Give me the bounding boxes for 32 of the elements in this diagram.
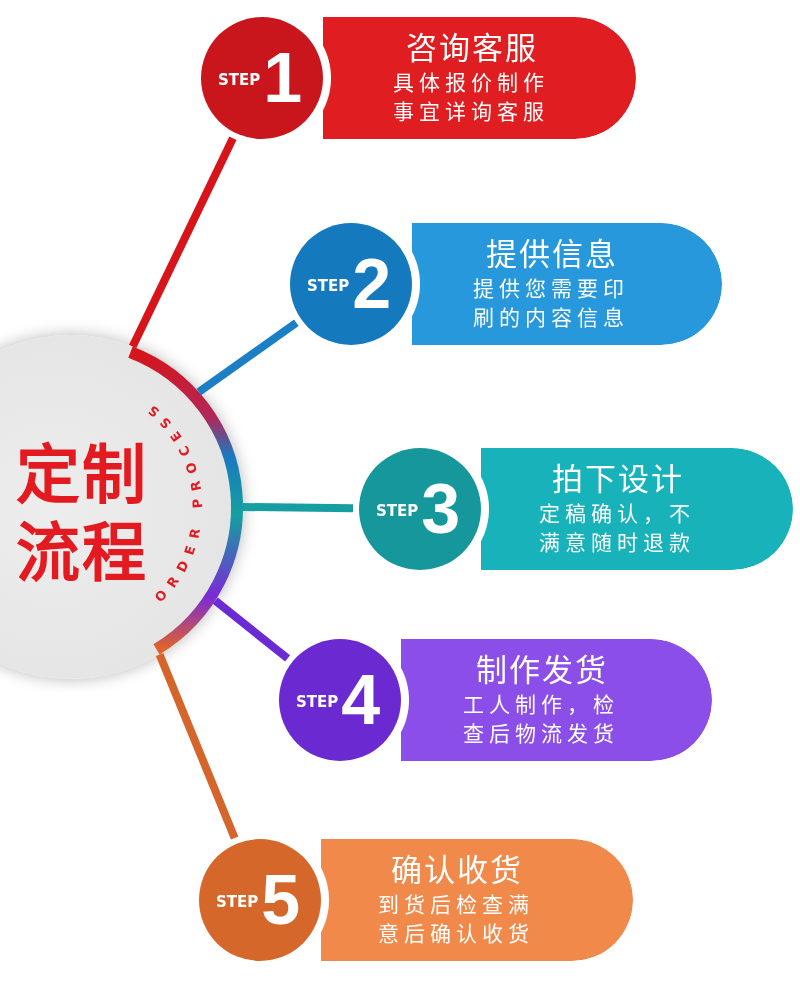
hub-title: 定制流程 (16, 438, 148, 591)
step-title: 咨询客服 (406, 30, 538, 67)
step-banner (401, 639, 712, 761)
step-description: 定稿确认，不满意随时退款 (539, 500, 696, 556)
step-description: 提供您需要印刷的内容信息 (473, 275, 630, 331)
step-description: 到货后检查满意后确认收货 (378, 891, 535, 947)
connector-line (155, 652, 239, 840)
step-number: 2 (352, 249, 392, 319)
step-banner (412, 223, 722, 345)
step-banner (481, 448, 793, 570)
step-title: 拍下设计 (552, 461, 684, 498)
hub-circle (0, 335, 243, 679)
step-label: STEP (217, 71, 261, 89)
step-description: 具体报价制作事宜详询客服 (393, 69, 550, 125)
step-title: 确认收货 (391, 852, 523, 889)
step-label: STEP (375, 502, 419, 520)
connector-line (242, 503, 354, 513)
step-number: 1 (263, 43, 303, 113)
step-number: 5 (261, 865, 301, 935)
step-label: STEP (295, 693, 339, 711)
step-label: STEP (215, 893, 259, 911)
step-number: 3 (421, 474, 461, 544)
step-number: 4 (341, 665, 381, 735)
connector-line (212, 597, 291, 662)
step-title: 制作发货 (476, 652, 608, 689)
step-banner (321, 839, 633, 961)
step-description: 工人制作，检查后物流发货 (463, 691, 620, 747)
connector-line (129, 136, 237, 349)
step-title: 提供信息 (486, 236, 618, 273)
step-label: STEP (306, 277, 350, 295)
step-banner (323, 17, 636, 139)
connector-line (196, 319, 299, 396)
